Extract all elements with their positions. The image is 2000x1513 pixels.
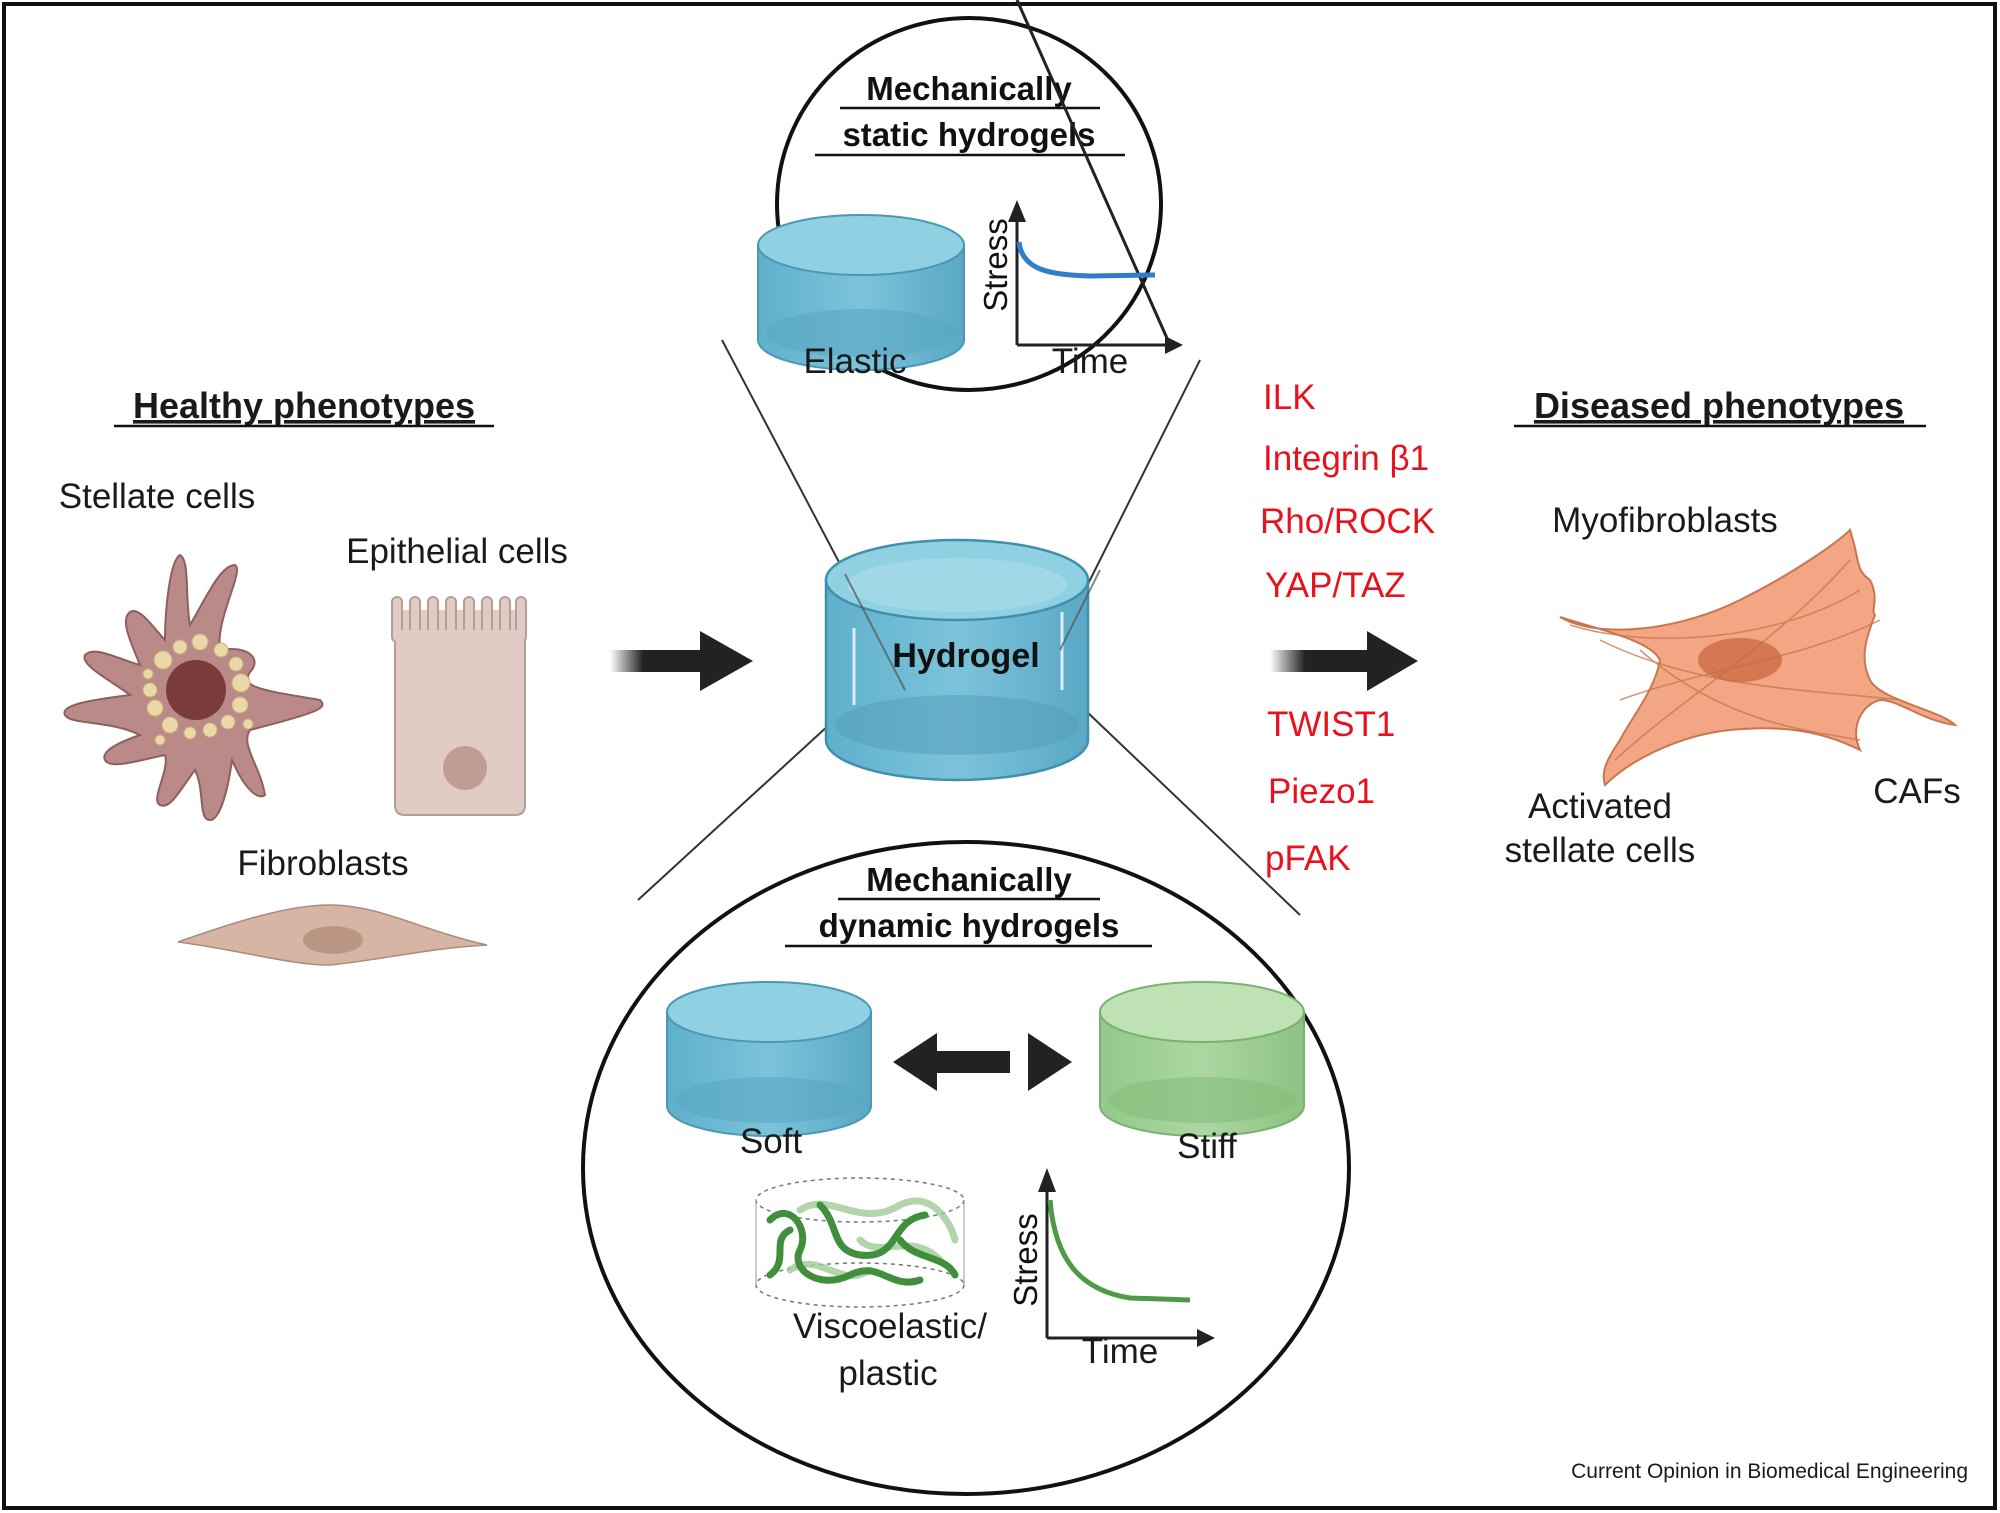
dynamic-stress-time-plot: Stress Time (1007, 1168, 1215, 1371)
stellate-cell-icon (63, 553, 324, 822)
soft-label: Soft (740, 1122, 803, 1161)
mediator-4: TWIST1 (1267, 705, 1395, 744)
healthy-phenotypes-section: Healthy phenotypes Stellate cells Epithe… (59, 385, 568, 966)
mediator-6: pFAK (1265, 839, 1351, 878)
static-x-axis-label: Time (1052, 342, 1128, 381)
diseased-phenotypes-section: Diseased phenotypes Myofibroblasts Activ… (1505, 385, 1961, 870)
mediator-1: Integrin β1 (1263, 439, 1429, 478)
static-title-line1: Mechanically (866, 70, 1072, 107)
soft-stiff-double-arrow (893, 1033, 1072, 1091)
dynamic-hydrogels-callout: Mechanically dynamic hydrogels Soft Stif… (581, 840, 1351, 1496)
static-stress-curve (1016, 241, 1156, 279)
fibroblasts-label: Fibroblasts (237, 844, 408, 883)
fibroblast-icon (177, 904, 488, 966)
activated-label-line1: Activated (1528, 787, 1672, 826)
arrow-healthy-to-hydrogel (610, 631, 753, 691)
dynamic-title-line1: Mechanically (866, 861, 1072, 898)
dynamic-x-axis-label: Time (1082, 1332, 1158, 1371)
viscoelastic-label-line1: Viscoelastic/ (793, 1307, 987, 1346)
viscoelastic-label-line2: plastic (838, 1354, 937, 1393)
diseased-title: Diseased phenotypes (1534, 385, 1904, 426)
stiff-label: Stiff (1177, 1127, 1237, 1166)
central-hydrogel-icon: Hydrogel (824, 538, 1090, 782)
connector-overlay (844, 569, 1101, 691)
elastic-label: Elastic (803, 342, 906, 381)
static-y-axis-label: Stress (977, 218, 1014, 312)
connector-bottom-right (1084, 709, 1301, 916)
connector-top-right (1074, 359, 1201, 611)
myofibroblasts-label: Myofibroblasts (1552, 501, 1778, 540)
epithelial-cells-label: Epithelial cells (346, 532, 568, 571)
elastic-hydrogel-icon (757, 214, 965, 371)
cafs-label: CAFs (1873, 772, 1961, 811)
static-title-line2: static hydrogels (842, 116, 1095, 153)
hydrogel-label: Hydrogel (892, 637, 1039, 675)
mediator-3: YAP/TAZ (1265, 566, 1406, 605)
mechanotransduction-mediators: ILK Integrin β1 Rho/ROCK YAP/TAZ TWIST1 … (1260, 378, 1435, 878)
activated-label-line2: stellate cells (1505, 831, 1696, 870)
viscoelastic-network-icon (755, 1177, 965, 1308)
dynamic-stress-curve (1047, 1199, 1191, 1303)
epithelial-cell-icon (391, 596, 527, 816)
dynamic-y-axis-label: Stress (1007, 1213, 1044, 1307)
dynamic-title-line2: dynamic hydrogels (819, 907, 1120, 944)
arrow-hydrogel-to-diseased (1270, 631, 1418, 691)
static-hydrogels-callout: Mechanically static hydrogels Elastic St… (757, 0, 1183, 392)
mediator-5: Piezo1 (1268, 772, 1375, 811)
mediator-2: Rho/ROCK (1260, 502, 1435, 541)
myofibroblast-icon (1559, 528, 1958, 787)
healthy-title: Healthy phenotypes (133, 385, 475, 426)
mediator-0: ILK (1263, 378, 1316, 417)
static-stress-time-plot: Stress Time (977, 0, 1183, 381)
journal-credit: Current Opinion in Biomedical Engineerin… (1571, 1460, 1968, 1483)
soft-hydrogel-icon (666, 981, 872, 1137)
stellate-cells-label: Stellate cells (59, 477, 255, 516)
stiff-hydrogel-icon (1099, 981, 1305, 1137)
